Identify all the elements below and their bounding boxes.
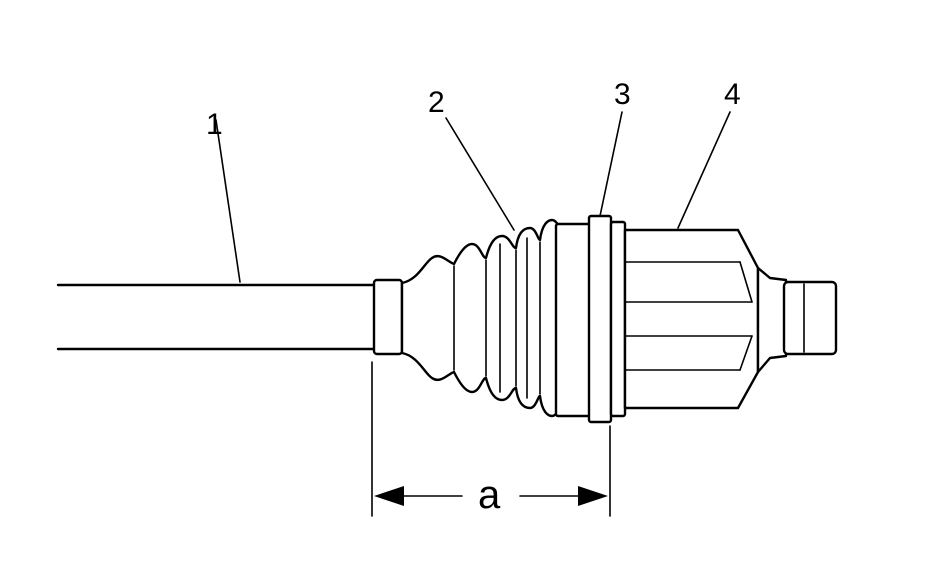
callout-2: 2	[428, 86, 445, 119]
dimension-a	[371, 361, 611, 517]
boot-large-collar	[554, 222, 592, 418]
callout-4: 4	[724, 78, 741, 111]
boot-clamp-edge	[609, 220, 627, 418]
callout-1: 1	[206, 108, 223, 141]
cv-boot	[400, 218, 564, 418]
boot-clamp	[587, 214, 613, 424]
leader-lines	[215, 111, 731, 283]
axle-shaft	[56, 283, 378, 351]
joint-housing	[623, 228, 760, 410]
stub-shaft	[756, 266, 838, 374]
dimension-a-label: a	[478, 473, 501, 517]
callout-3: 3	[614, 78, 631, 111]
boot-small-collar	[372, 278, 404, 356]
boot-convolution-lines	[453, 237, 541, 399]
